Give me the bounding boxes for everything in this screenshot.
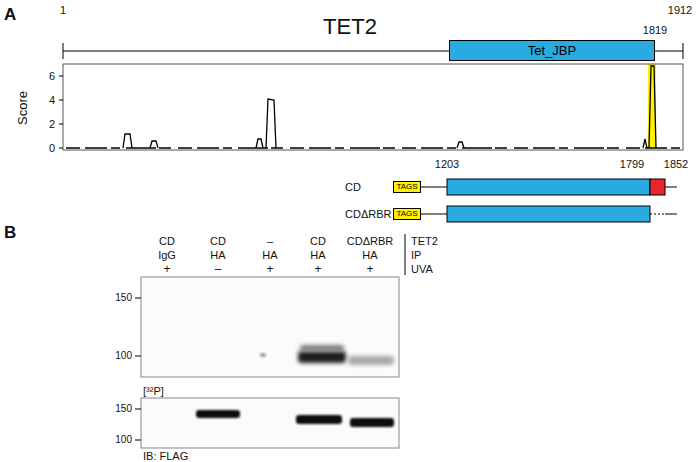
- text-label: 6: [49, 71, 55, 82]
- text-label: B: [4, 224, 16, 241]
- text-label: CD: [310, 236, 326, 247]
- text-label: A: [4, 6, 16, 23]
- y-ticks: [59, 76, 63, 148]
- node-text: TAGS: [396, 183, 417, 191]
- tag-box: TAGS: [393, 208, 421, 220]
- node-text: Tet_JBP: [528, 44, 576, 57]
- text-label: CDΔRBR: [345, 209, 391, 220]
- domain-box: Tet_JBP: [449, 40, 655, 61]
- cd-drbr-construct: [420, 206, 677, 222]
- text-label: –: [267, 236, 273, 247]
- cd-construct: [420, 179, 677, 195]
- text-label: 100: [115, 435, 132, 445]
- text-label: IB: FLAG: [143, 451, 188, 462]
- node-text: TAGS: [396, 210, 417, 218]
- immunoblot: [141, 398, 399, 448]
- text-label: UVA: [411, 264, 433, 275]
- score-baseline: [66, 147, 683, 148]
- text-label: 2: [49, 119, 55, 130]
- gel-spot: [260, 353, 266, 357]
- score-line: [123, 66, 656, 148]
- text-label: +: [366, 263, 373, 275]
- text-label: TET2: [411, 236, 438, 247]
- text-label: +: [163, 263, 170, 275]
- text-label: +: [266, 263, 273, 275]
- text-label: 150: [115, 293, 132, 303]
- text-label: 1: [60, 5, 66, 16]
- gel-smear: [300, 345, 344, 351]
- marker-tick: [135, 409, 141, 410]
- text-label: CD: [159, 236, 175, 247]
- text-label: 1799: [620, 159, 644, 170]
- text-label: HA: [262, 250, 277, 261]
- text-label: 4: [49, 95, 55, 106]
- autoradiograph: [141, 277, 399, 377]
- blot-band: [296, 415, 342, 424]
- text-label: CDΔRBR: [347, 236, 393, 247]
- text-label: IgG: [158, 250, 176, 261]
- text-label: 150: [115, 404, 132, 414]
- text-label: Score: [16, 91, 29, 125]
- blot-band: [196, 410, 240, 418]
- text-label: HA: [362, 250, 377, 261]
- text-label: CD: [210, 236, 226, 247]
- blot-band: [350, 418, 394, 427]
- text-label: TET2: [323, 16, 377, 38]
- marker-tick: [135, 440, 141, 441]
- text-label: +: [314, 263, 321, 275]
- text-label: HA: [310, 250, 325, 261]
- end-tick: [63, 43, 64, 59]
- text-label: [³²P]: [143, 386, 164, 397]
- tag-box: TAGS: [393, 181, 421, 193]
- text-label: 1852: [664, 159, 688, 170]
- text-label: CD: [345, 182, 361, 193]
- text-label: –: [215, 263, 222, 275]
- text-label: IP: [411, 250, 421, 261]
- text-label: 0: [49, 143, 55, 154]
- chart-frame: [63, 64, 683, 150]
- end-tick: [683, 43, 684, 59]
- header-separator: [405, 234, 406, 275]
- marker-tick: [135, 298, 141, 299]
- text-label: HA: [210, 250, 225, 261]
- text-label: 1819: [643, 25, 667, 36]
- text-label: 1203: [435, 159, 459, 170]
- marker-tick: [135, 356, 141, 357]
- text-label: 1912: [668, 5, 692, 16]
- gel-band: [348, 356, 394, 365]
- text-label: 100: [115, 351, 132, 361]
- gel-band: [298, 351, 346, 363]
